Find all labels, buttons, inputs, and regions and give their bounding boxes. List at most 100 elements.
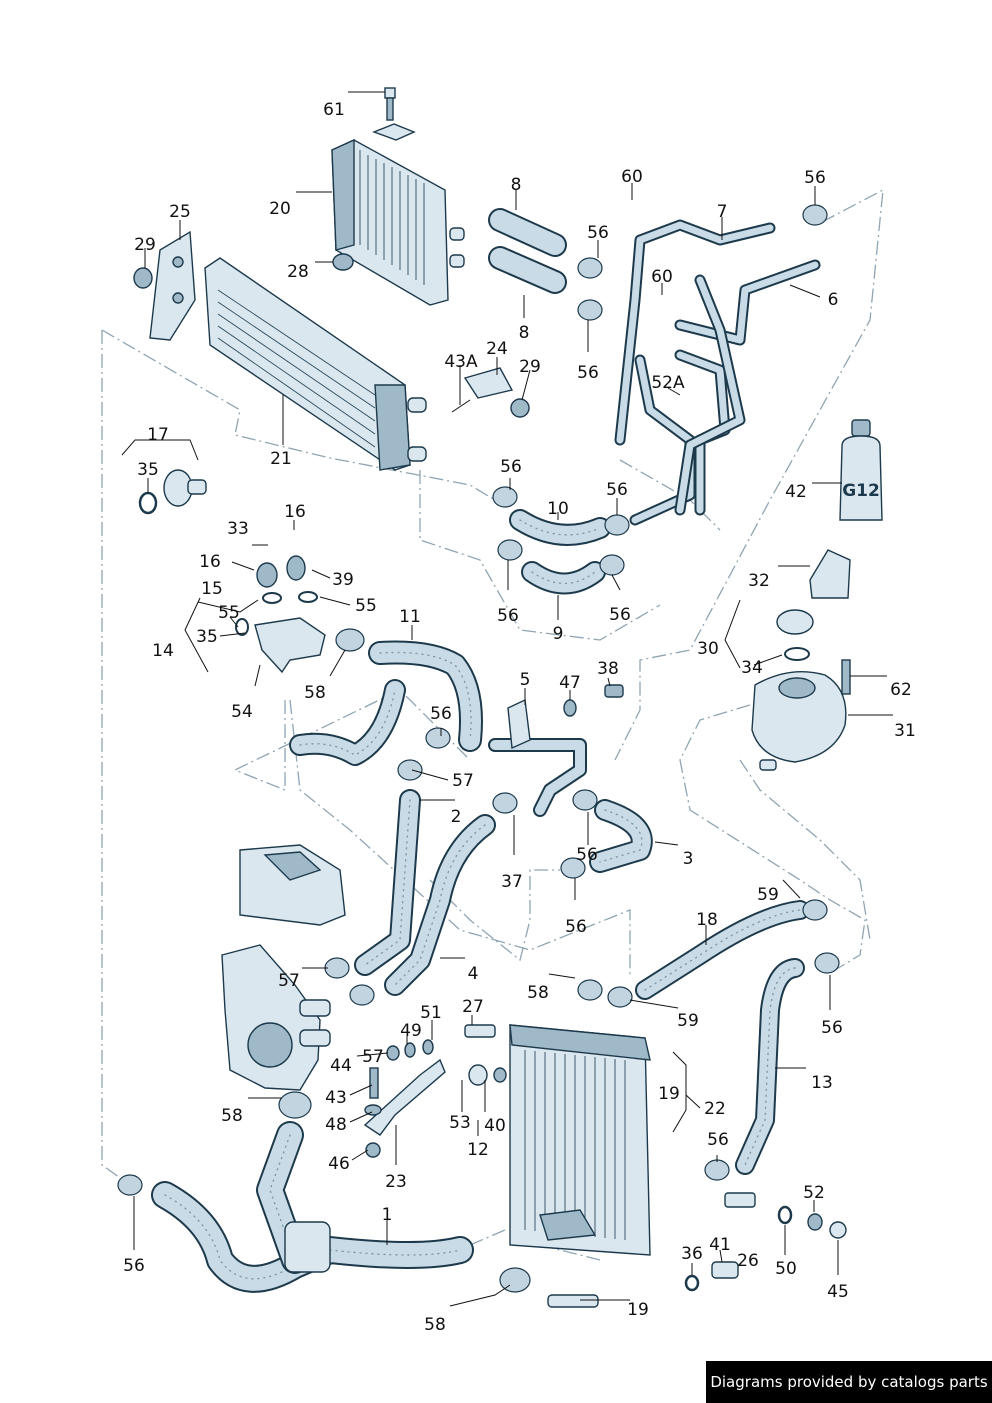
callout-58-a: 58 [304, 683, 326, 703]
callout-55-right: 55 [355, 596, 377, 616]
callout-60-lower: 60 [651, 267, 673, 287]
hose-11 [289, 640, 483, 766]
coolant-pipe-7 [614, 219, 776, 446]
cap-30 [776, 609, 814, 661]
callout-3: 3 [683, 849, 694, 869]
sensor-27 [464, 1024, 496, 1038]
callout-29-left: 29 [134, 235, 156, 255]
hose-9 [521, 561, 606, 595]
hose-18 [635, 900, 810, 1000]
callout-50: 50 [775, 1259, 797, 1279]
footer-badge: Diagrams provided by catalogs parts [706, 1361, 992, 1403]
callout-36: 36 [681, 1244, 703, 1264]
callout-56-c: 56 [577, 363, 599, 383]
hose-3 [589, 799, 653, 873]
callout-56-f: 56 [497, 606, 519, 626]
callout-51: 51 [420, 1003, 442, 1023]
callout-21: 21 [270, 449, 292, 469]
callout-12: 12 [467, 1140, 489, 1160]
bolt-38 [604, 684, 624, 698]
hose-8-upper [488, 208, 567, 257]
callout-57-a: 57 [452, 771, 474, 791]
coolant-flange-14 [254, 617, 326, 674]
connecting-pipe-5 [488, 698, 587, 817]
callout-61: 61 [323, 100, 345, 120]
callout-56-j: 56 [565, 917, 587, 937]
callout-59-b: 59 [677, 1011, 699, 1031]
callout-43A: 43A [444, 352, 478, 372]
radiator-19 [509, 1024, 651, 1256]
callout-1: 1 [382, 1205, 393, 1225]
bolt-61 [372, 87, 416, 141]
callout-34: 34 [741, 658, 763, 678]
coolant-pump [221, 944, 331, 1091]
callout-10: 10 [547, 499, 569, 519]
callout-43: 43 [325, 1088, 347, 1108]
callout-20: 20 [269, 199, 291, 219]
callout-56-b: 56 [587, 223, 609, 243]
callout-52: 52 [803, 1183, 825, 1203]
sensors-lower-right [547, 1192, 847, 1308]
callout-58-c: 58 [221, 1106, 243, 1126]
clip-53-40 [468, 1064, 507, 1086]
callout-37: 37 [501, 872, 523, 892]
nut-28 [332, 253, 354, 271]
bottle-label-text: G12 [842, 481, 880, 501]
callout-30: 30 [697, 639, 719, 659]
bracket-32 [809, 549, 851, 599]
callout-58-b: 58 [527, 983, 549, 1003]
callout-52A: 52A [651, 373, 685, 393]
callout-26: 26 [737, 1251, 759, 1271]
callout-31: 31 [894, 721, 916, 741]
coolant-pipe-6 [629, 259, 821, 526]
leader-lines [121, 91, 893, 1307]
callout-60-upper: 60 [621, 167, 643, 187]
callout-8-upper: 8 [511, 175, 522, 195]
callout-40: 40 [484, 1116, 506, 1136]
callout-38: 38 [597, 659, 619, 679]
callout-8-lower: 8 [519, 323, 530, 343]
callout-56-a: 56 [804, 168, 826, 188]
callout-13: 13 [811, 1073, 833, 1093]
callout-56-i: 56 [576, 845, 598, 865]
sealing-plug-16 [256, 555, 306, 588]
callout-57-c: 57 [362, 1047, 384, 1067]
callout-19-bottom: 19 [627, 1300, 649, 1320]
callout-25: 25 [169, 202, 191, 222]
callout-labels: 61 20 8 60 7 56 25 29 28 56 60 6 8 56 43… [123, 100, 916, 1335]
callout-53: 53 [449, 1113, 471, 1133]
callout-16-lower: 16 [199, 552, 221, 572]
coolant-additive-bottle-42: G12 [839, 419, 883, 521]
callout-49: 49 [400, 1021, 422, 1041]
callout-23: 23 [385, 1172, 407, 1192]
hose-8-lower [488, 246, 567, 294]
callout-17: 17 [147, 425, 169, 445]
footer-text: Diagrams provided by catalogs parts [710, 1373, 988, 1391]
callout-54: 54 [231, 702, 253, 722]
callout-11: 11 [399, 607, 421, 627]
callout-35-upper: 35 [137, 460, 159, 480]
callout-7: 7 [717, 202, 728, 222]
callout-44: 44 [330, 1056, 352, 1076]
callout-48: 48 [325, 1115, 347, 1135]
flange-17 [163, 469, 207, 507]
small-parts-49-51-57 [386, 1039, 434, 1061]
assembly-guide-lines [101, 188, 884, 1261]
callout-58-d: 58 [424, 1315, 446, 1335]
callout-59-a: 59 [757, 885, 779, 905]
callout-35-lower: 35 [196, 627, 218, 647]
seal-35-upper [138, 491, 158, 515]
callout-56-l: 56 [707, 1130, 729, 1150]
callout-6: 6 [828, 290, 839, 310]
hose-clamps [117, 204, 840, 1293]
callout-46: 46 [328, 1154, 350, 1174]
expansion-tank-31 [751, 670, 847, 771]
grommet-29-right [510, 398, 530, 418]
bolt-43A [451, 399, 471, 413]
callout-33: 33 [227, 519, 249, 539]
callout-14: 14 [152, 641, 174, 661]
callout-9: 9 [553, 624, 564, 644]
hose-1 [151, 1121, 474, 1293]
callout-62: 62 [890, 680, 912, 700]
